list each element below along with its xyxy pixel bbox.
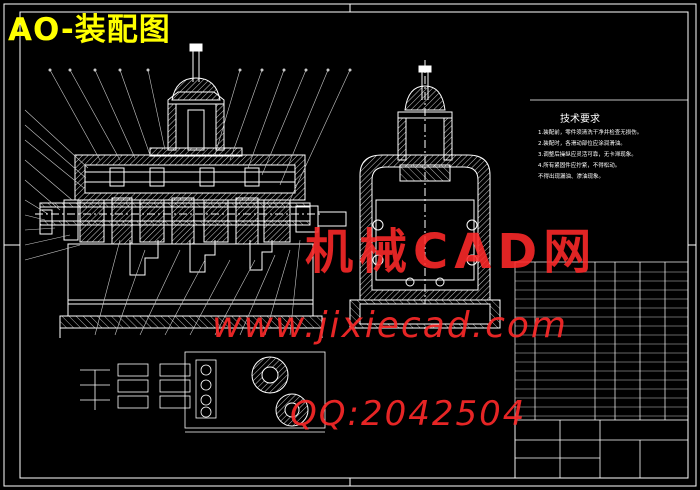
part-balloons <box>48 68 352 72</box>
tech-requirement-item: 1.装配前，零件须清洗干净并检查无损伤。 <box>538 130 643 136</box>
tech-requirements-heading: 技术要求 <box>560 114 600 125</box>
tech-requirements-list: 1.装配前，零件须清洗干净并检查无损伤。 2.装配时，各滑动部位应涂润滑油。 3… <box>538 128 688 183</box>
title-block <box>514 419 689 479</box>
front-section-view <box>35 43 347 338</box>
tech-requirement-item: 2.装配时，各滑动部位应涂润滑油。 <box>538 141 626 147</box>
side-section-view <box>349 60 501 330</box>
drawing-frame <box>3 3 697 487</box>
tech-requirement-item: 4.所有紧固件应拧紧，不得松动。 <box>538 163 621 169</box>
parts-list-rows <box>515 271 688 417</box>
shift-pattern-view <box>80 351 326 433</box>
watermark-url-text: www.jixiecad.com <box>212 305 568 346</box>
parts-list-table <box>514 261 689 479</box>
tech-requirement-item: 不得出现漏油、渗油现象。 <box>538 174 605 180</box>
watermark-qq-text: QQ:2042504 <box>290 394 527 434</box>
tech-requirement-item: 3.调整后操纵应灵活可靠，无卡滞现象。 <box>538 152 637 158</box>
gear-detail-view <box>251 356 309 427</box>
part-leader-lines <box>24 69 351 336</box>
watermark-logo-text: 机械CAD网 <box>305 224 598 280</box>
drawing-title: AO-装配图 <box>8 12 171 48</box>
